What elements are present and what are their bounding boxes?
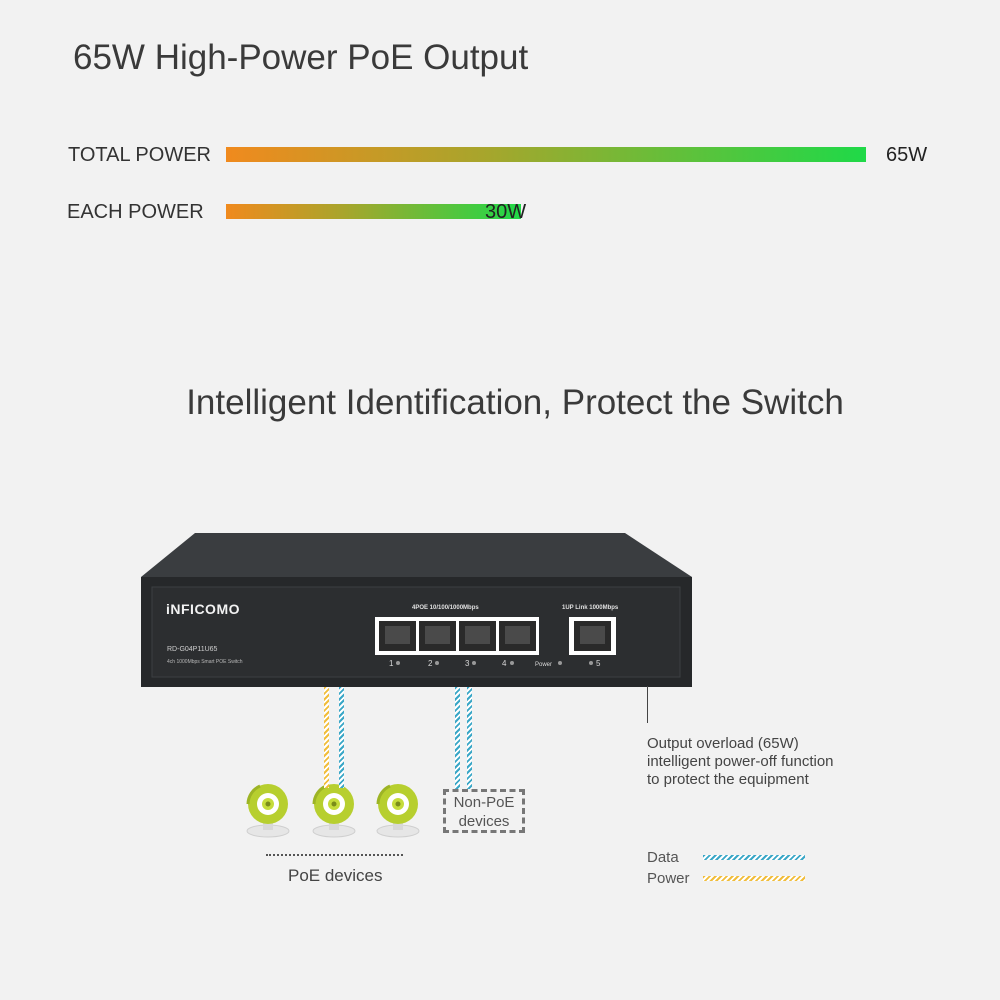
model-number: RD-G04P11U65 <box>167 646 218 653</box>
port-number-2: 2 <box>428 659 433 668</box>
overload-annotation: Output overload (65W) intelligent power-… <box>647 735 887 789</box>
non-poe-devices-box: Non-PoE devices <box>443 789 525 833</box>
power-led-label: Power <box>535 662 552 668</box>
rj45-port-3[interactable] <box>459 621 496 651</box>
port-number-4: 4 <box>502 659 507 668</box>
poe-devices-label: PoE devices <box>288 866 383 885</box>
rj45-port-2[interactable] <box>419 621 456 651</box>
page-title: 65W High-Power PoE Output <box>73 38 529 77</box>
non-poe-line1: Non-PoE <box>453 794 515 811</box>
total-power-bar <box>226 147 866 162</box>
rj45-port-uplink[interactable] <box>574 621 611 651</box>
callout-line <box>647 686 648 723</box>
data-cable <box>339 687 344 788</box>
legend-power-swatch <box>703 876 805 881</box>
rj45-port-1[interactable] <box>379 621 416 651</box>
switch-top-face <box>141 533 692 577</box>
legend-data-label: Data <box>647 849 679 866</box>
each-power-label: EACH POWER <box>67 201 204 223</box>
uplink-label: 1UP Link 1000Mbps <box>562 605 619 611</box>
rj45-port-4[interactable] <box>499 621 536 651</box>
annotation-line1: Output overload (65W) <box>647 735 799 752</box>
camera-icon <box>376 784 420 838</box>
each-power-value: 30W <box>485 201 527 223</box>
section-title: Intelligent Identification, Protect the … <box>186 383 844 422</box>
total-power-value: 65W <box>886 144 928 166</box>
annotation-line3: to protect the equipment <box>647 771 809 788</box>
camera-icon <box>246 784 290 838</box>
annotation-line2: intelligent power-off function <box>647 753 834 770</box>
poe-ports-label: 4POE 10/100/1000Mbps <box>412 605 479 611</box>
legend-power-label: Power <box>647 870 690 887</box>
legend-data-swatch <box>703 855 805 860</box>
port-number-3: 3 <box>465 659 470 668</box>
data-cable <box>455 687 460 790</box>
non-poe-line2: devices <box>458 813 510 830</box>
camera-icon <box>312 784 356 838</box>
poe-devices-divider <box>266 854 403 856</box>
port-number-1: 1 <box>389 659 394 668</box>
model-description: 4ch 1000Mbps Smart POE Switch <box>167 659 243 665</box>
power-led <box>558 661 562 665</box>
brand-logo: iNFICOMO <box>166 601 240 617</box>
total-power-label: TOTAL POWER <box>68 144 211 166</box>
data-cable <box>467 687 472 790</box>
power-cable <box>324 687 329 788</box>
port-number-5: 5 <box>596 659 601 668</box>
each-power-bar <box>226 204 521 219</box>
